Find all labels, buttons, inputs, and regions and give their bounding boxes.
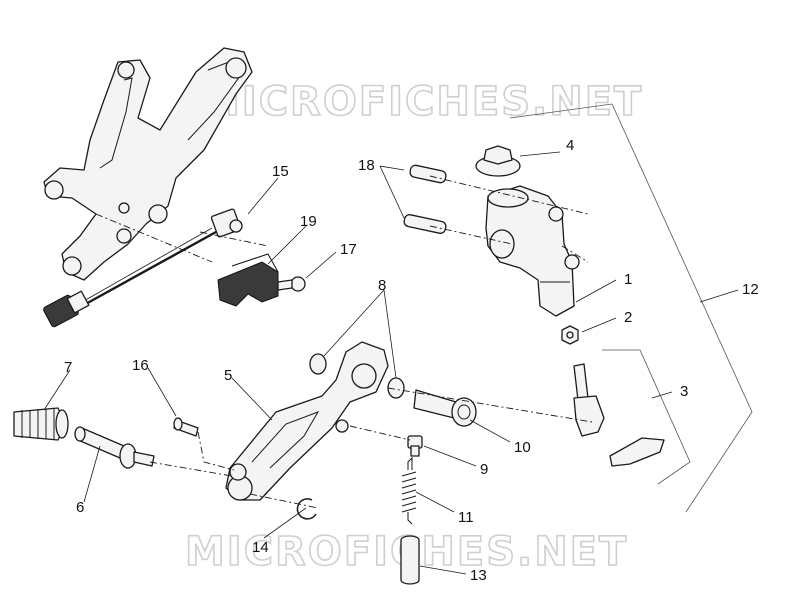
callout-18: 18 <box>358 157 375 174</box>
pedal-rubber <box>13 407 69 441</box>
nut-2 <box>561 325 579 345</box>
callout-1: 1 <box>624 271 632 288</box>
pedal-peg <box>74 426 155 469</box>
callout-11: 11 <box>458 509 474 526</box>
callout-3: 3 <box>680 383 688 400</box>
sensor-bracket <box>217 253 279 307</box>
pivot-bolt <box>413 389 477 427</box>
callout-17: 17 <box>340 241 357 258</box>
master-cylinder <box>485 185 580 317</box>
reservoir-cap <box>475 145 521 177</box>
callout-10: 10 <box>514 439 531 456</box>
callout-14: 14 <box>252 539 269 556</box>
callout-8: 8 <box>378 277 386 294</box>
screw-17 <box>277 276 306 292</box>
bushing-13 <box>400 535 420 585</box>
spring-11 <box>401 456 417 525</box>
callout-12: 12 <box>742 281 759 298</box>
circlip-14 <box>296 498 317 520</box>
callout-2: 2 <box>624 309 632 326</box>
callout-7: 7 <box>64 359 72 376</box>
stop-switch-sensor <box>43 208 243 328</box>
callout-16: 16 <box>132 357 149 374</box>
leader-lines <box>43 151 739 575</box>
callout-4: 4 <box>566 137 574 154</box>
callout-13: 13 <box>470 567 487 584</box>
callout-15: 15 <box>272 163 289 180</box>
callout-19: 19 <box>300 213 317 230</box>
watermark-top: MICROFICHES.NET <box>200 79 643 125</box>
pedal-lever <box>225 341 389 501</box>
screw-9 <box>407 435 423 457</box>
callout-labels: 1 2 3 4 5 6 7 8 9 10 11 12 13 14 15 16 1… <box>64 137 759 584</box>
assembly-axis-lines <box>95 175 593 509</box>
callout-5: 5 <box>224 367 232 384</box>
footrest-bracket <box>43 47 253 281</box>
push-rod-clevis <box>573 363 665 467</box>
assembly-brackets <box>509 103 753 513</box>
callout-6: 6 <box>76 499 84 516</box>
pin-16 <box>173 417 199 437</box>
callout-9: 9 <box>480 461 488 478</box>
pins-18 <box>403 164 447 234</box>
